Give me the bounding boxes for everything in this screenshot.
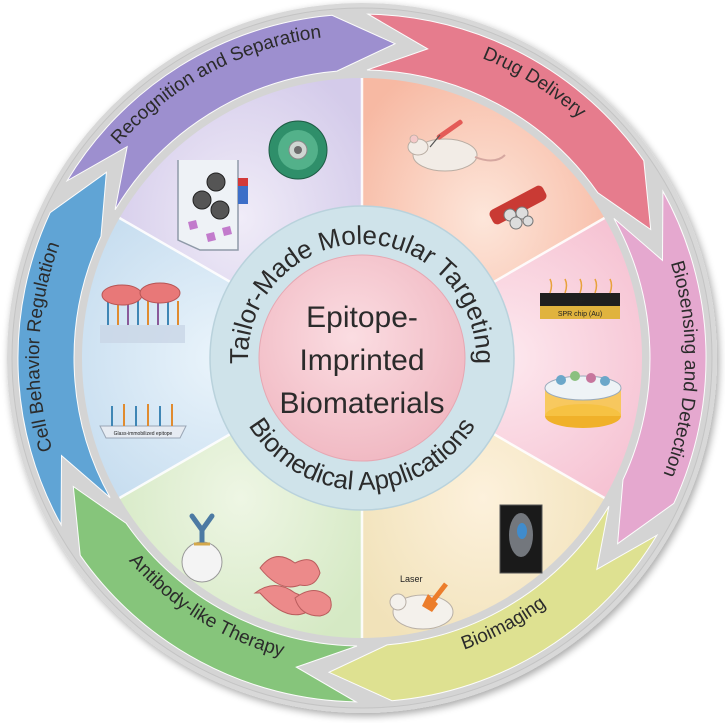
glass-epitope-illustration: Glass-immobilized epitope [99, 404, 187, 439]
cancer-cells-illustration [253, 556, 332, 617]
arrow-band-recognition-separation [65, 14, 397, 210]
cell-on-brush-illustration [100, 282, 185, 343]
sensor-well-illustration [544, 371, 622, 428]
separation-vessel-illustration [177, 160, 248, 251]
xray-image-illustration [499, 504, 543, 574]
illustrations: HP SPR chip (Au) Laser [99, 119, 622, 630]
spr-chip-illustration: HP SPR chip (Au) [540, 278, 620, 319]
glass-epitope-label: Glass-immobilized epitope [114, 431, 173, 437]
arrow-band-antibody-therapy [72, 485, 358, 703]
arrow-band-bioimaging [327, 506, 659, 702]
arrow-band-cell-behavior [17, 171, 111, 527]
imprinted-disc-illustration [268, 120, 328, 180]
center-disc [258, 254, 466, 462]
hp-label: HP [575, 298, 585, 305]
arrow-band-drug-delivery [366, 13, 652, 231]
center-title-line-1: Epitope- [306, 301, 418, 334]
arrow-band-biosensing [613, 189, 707, 545]
nanocarrier-illustration [489, 185, 547, 230]
center-title-line-2: Imprinted [299, 344, 424, 377]
arrow-bands [17, 13, 707, 703]
mouse-syringe-illustration [407, 119, 506, 172]
antibody-particle-illustration [181, 513, 223, 583]
spr-chip-label: SPR chip (Au) [558, 311, 602, 318]
center-title-line-3: Biomaterials [279, 387, 444, 420]
mouse-laser-illustration: Laser [389, 574, 454, 630]
laser-label: Laser [400, 574, 423, 584]
